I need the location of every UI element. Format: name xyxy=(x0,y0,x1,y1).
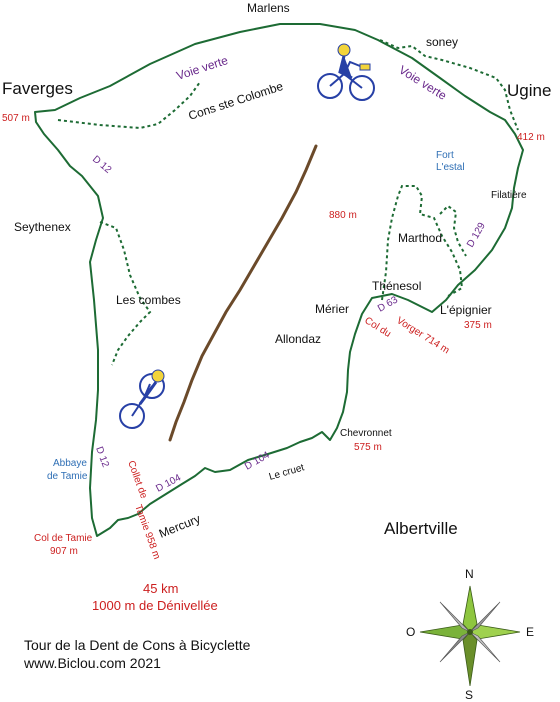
label-col-de-tamie: Col de Tamie xyxy=(34,533,93,544)
label-filatiere: Filatière xyxy=(491,190,527,201)
label-ugine: Ugine xyxy=(507,81,551,100)
label-mercury: Mercury xyxy=(157,512,202,541)
label-d104-right: D 104 xyxy=(243,450,272,473)
voie-verte-left xyxy=(57,81,201,130)
compass-rose-icon xyxy=(419,585,521,687)
cyclist-bottom-icon xyxy=(119,369,165,429)
label-voie-verte-left: Voie verte xyxy=(175,53,230,83)
elev-chevronnet: 575 m xyxy=(354,442,382,453)
label-les-combes: Les combes xyxy=(116,293,181,307)
voie-verte-right xyxy=(379,39,519,131)
label-faverges: Faverges xyxy=(2,79,73,98)
label-marlens: Marlens xyxy=(247,1,290,15)
stat-distance: 45 km xyxy=(143,581,178,596)
label-col-du: Col du xyxy=(362,315,392,340)
footer-credit: www.Biclou.com 2021 xyxy=(23,655,161,671)
elev-col-tamie: 907 m xyxy=(50,546,78,557)
label-fort: Fort xyxy=(436,150,454,161)
label-soney: soney xyxy=(426,35,458,49)
label-d129: D 129 xyxy=(465,221,488,250)
elev-lepignier: 375 m xyxy=(464,320,492,331)
label-thenesol: Thénesol xyxy=(372,279,421,293)
footer-title: Tour de la Dent de Cons à Bicyclette xyxy=(24,637,251,653)
label-lepignier: L'épignier xyxy=(440,303,492,317)
main-route-loop xyxy=(34,23,524,537)
label-marthod: Marthod xyxy=(398,231,442,245)
ridge-line xyxy=(168,144,318,442)
label-d12-bottom: D 12 xyxy=(93,445,111,469)
label-merier: Mérier xyxy=(315,302,349,316)
compass-east: E xyxy=(526,625,534,639)
elev-faverges: 507 m xyxy=(2,113,30,124)
elev-880: 880 m xyxy=(329,210,357,221)
fort-path xyxy=(439,204,467,257)
label-le-cruet: Le cruet xyxy=(268,462,306,483)
cyclist-top-icon xyxy=(317,43,375,101)
label-collet-de: Collet de xyxy=(125,459,149,500)
label-chevronnet: Chevronnet xyxy=(340,428,392,439)
label-de-tamie: de Tamie xyxy=(47,471,88,482)
label-lestal: L'estal xyxy=(436,162,465,173)
compass-west: O xyxy=(406,625,415,639)
label-cons-ste-colombe: Cons ste Colombe xyxy=(187,79,286,123)
compass-north: N xyxy=(465,567,474,581)
compass-south: S xyxy=(465,688,473,702)
label-d12-top: D 12 xyxy=(90,154,114,176)
elev-ugine: 412 m xyxy=(517,132,545,143)
label-albertville: Albertville xyxy=(384,519,458,538)
marthod-path xyxy=(381,185,464,301)
stat-elevation: 1000 m de Dénivellée xyxy=(92,598,218,613)
label-seythenex: Seythenex xyxy=(14,220,71,234)
label-allondaz: Allondaz xyxy=(275,332,321,346)
label-abbaye: Abbaye xyxy=(53,458,87,469)
label-vorger: Vorger 714 m xyxy=(394,315,451,356)
label-voie-verte-right: Voie verte xyxy=(396,63,449,103)
